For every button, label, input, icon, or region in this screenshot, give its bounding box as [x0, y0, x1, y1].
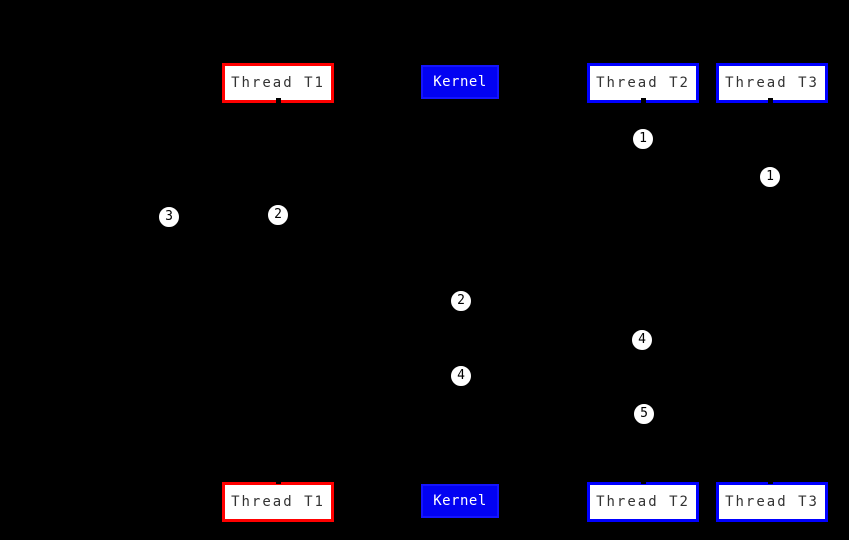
lifeline-notch-t2-bottom — [641, 478, 646, 484]
event-marker-5-thread-t2: 5 — [633, 403, 655, 425]
actor-box-thread-t3-bottom: Thread T3 — [716, 482, 828, 522]
lifeline-notch-t1-bottom — [276, 478, 281, 484]
lifeline-notch-t3-bottom — [768, 478, 773, 484]
actor-box-thread-t1-top: Thread T1 — [222, 63, 334, 103]
event-marker-3: 3 — [158, 206, 180, 228]
actor-box-thread-t2-top: Thread T2 — [587, 63, 699, 103]
actor-box-thread-t2-bottom: Thread T2 — [587, 482, 699, 522]
event-marker-1-thread-t2: 1 — [632, 128, 654, 150]
event-marker-4-thread-t2: 4 — [631, 329, 653, 351]
lifeline-notch-t1-top — [276, 98, 281, 104]
event-marker-2-thread-t1: 2 — [267, 204, 289, 226]
actor-box-thread-t3-top: Thread T3 — [716, 63, 828, 103]
actor-box-thread-t1-bottom: Thread T1 — [222, 482, 334, 522]
event-marker-1-thread-t3: 1 — [759, 166, 781, 188]
lifeline-notch-t3-top — [768, 98, 773, 104]
event-marker-2-kernel: 2 — [450, 290, 472, 312]
actor-box-kernel-bottom: Kernel — [421, 484, 499, 518]
event-marker-4-kernel: 4 — [450, 365, 472, 387]
lifeline-notch-t2-top — [641, 98, 646, 104]
actor-box-kernel-top: Kernel — [421, 65, 499, 99]
